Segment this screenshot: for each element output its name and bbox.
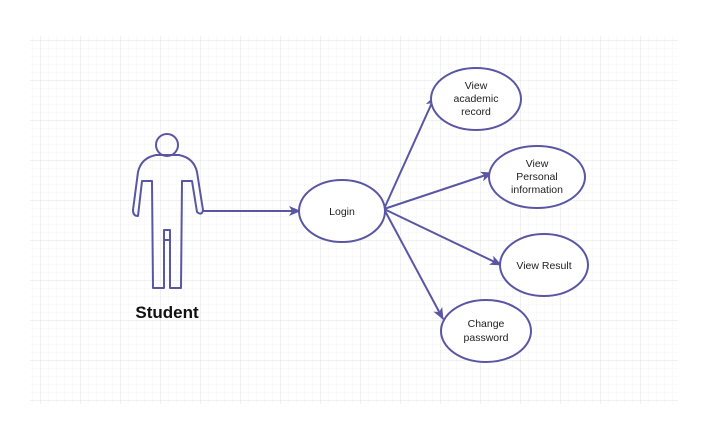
- use-case-view-result: View Result: [499, 233, 589, 297]
- use-case-change-password-line-2: password: [464, 332, 509, 344]
- use-case-change-password-line-1: Change: [468, 318, 505, 330]
- associations: [203, 95, 502, 320]
- use-case-view-personal-information-line-1: View: [526, 158, 549, 170]
- association-login-view-personal-information: [383, 171, 493, 210]
- actor-student-figure: [132, 133, 204, 289]
- use-case-change-password: Change password: [440, 299, 532, 363]
- use-case-login: Login: [298, 179, 386, 243]
- use-case-view-academic-record-line-2: academic: [454, 93, 499, 105]
- association-login-view-result: [383, 208, 502, 266]
- use-case-view-academic-record-line-3: record: [461, 106, 491, 118]
- use-case-view-personal-information-line-2: Personal: [516, 171, 557, 183]
- association-login-change-password: [383, 208, 444, 320]
- use-case-view-personal-information: View Personal information: [488, 145, 586, 209]
- use-case-view-academic-record-line-1: View: [465, 80, 488, 92]
- use-case-view-academic-record: View academic record: [430, 67, 522, 131]
- use-case-view-result-label: View Result: [516, 260, 571, 272]
- actor-leg-divider: [163, 229, 171, 240]
- actor-label: Student: [135, 303, 199, 322]
- association-login-view-academic-record: [383, 95, 436, 210]
- use-case-login-label: Login: [329, 206, 355, 218]
- use-case-view-personal-information-line-3: information: [511, 184, 563, 196]
